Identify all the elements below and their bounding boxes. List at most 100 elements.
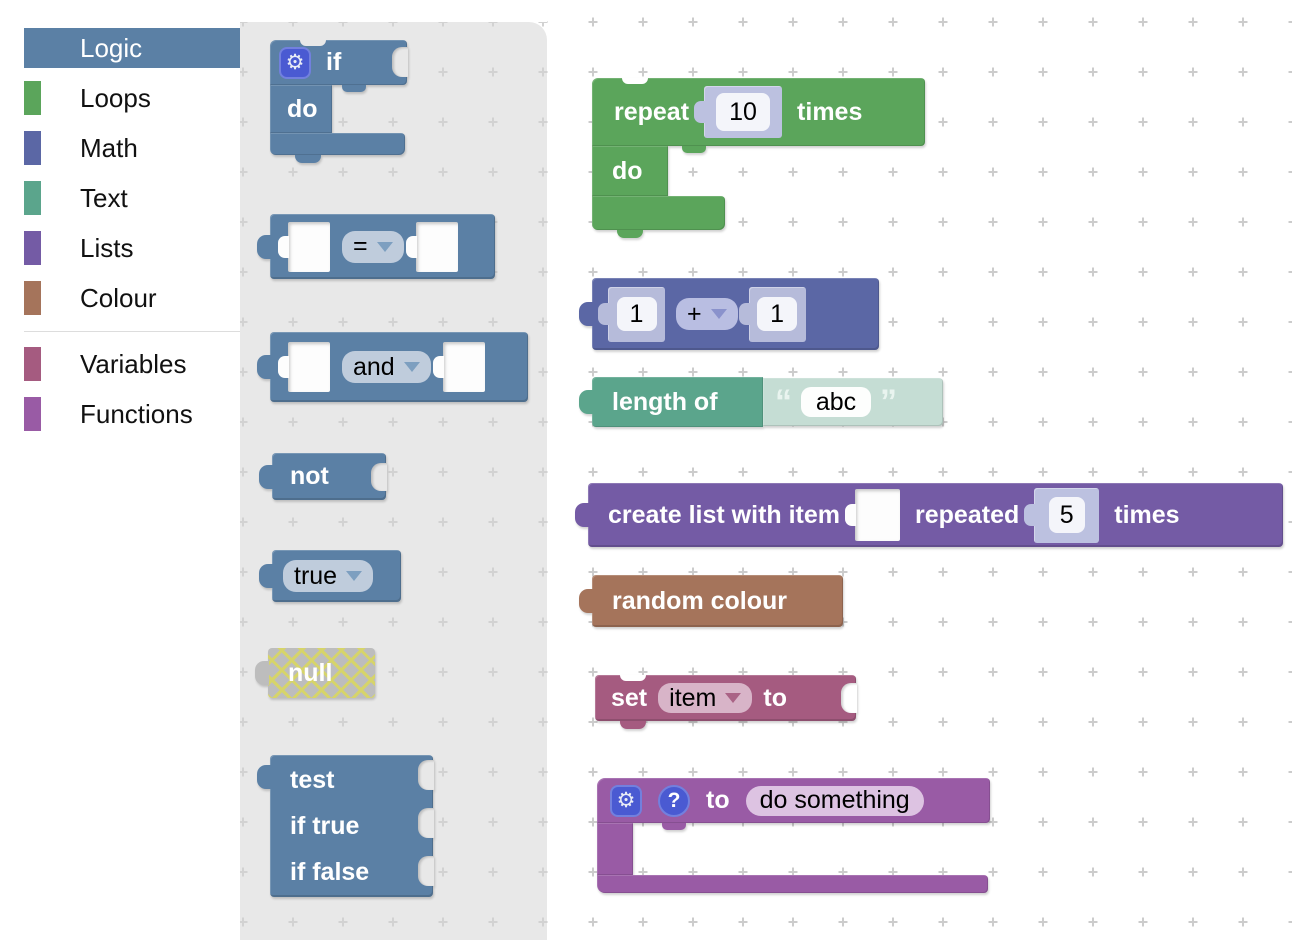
workspace-block-arithmetic[interactable]: 1 + 1 (579, 278, 879, 350)
flyout-block-compare[interactable]: = (257, 214, 495, 279)
value-input-socket (442, 342, 485, 392)
statement-connector-bump (342, 85, 366, 92)
category-label: Lists (80, 232, 134, 263)
value-input-socket (288, 342, 330, 392)
if-false-label: if false (290, 857, 370, 886)
statement-connector-bump (682, 146, 706, 153)
sidebar-item-text[interactable]: Text (24, 178, 240, 218)
mutator-gear-icon[interactable]: ⚙ (610, 784, 642, 817)
boolean-dropdown[interactable]: true (283, 560, 374, 592)
flyout-panel[interactable]: ⚙ if do = and (240, 22, 547, 940)
right-operand-field[interactable]: 1 (757, 297, 798, 331)
value-input-socket (418, 808, 434, 838)
workspace[interactable]: repeat 10 times do 1 + (547, 0, 1292, 940)
repeat-count-field[interactable]: 5 (1048, 497, 1085, 533)
flyout-block-not[interactable]: not (259, 453, 387, 500)
value-input-socket (418, 760, 434, 790)
times-label: times (1114, 500, 1180, 529)
text-shadow-block[interactable]: “ abc ” (763, 378, 943, 426)
dropdown-arrow-icon (710, 309, 727, 319)
number-shadow-block[interactable]: 1 (608, 286, 665, 342)
repeat-count-field[interactable]: 10 (716, 93, 771, 131)
output-connector (259, 564, 273, 588)
previous-connector-notch (300, 40, 326, 46)
variable-dropdown[interactable]: item (658, 683, 753, 713)
category-label: Text (80, 182, 128, 213)
sidebar-item-math[interactable]: Math (24, 128, 240, 168)
workspace-block-random-colour[interactable]: random colour (579, 575, 843, 627)
output-connector (255, 661, 269, 685)
category-color-swatch (24, 347, 41, 381)
dropdown-arrow-icon (725, 693, 742, 703)
workspace-block-function-definition[interactable]: ⚙ ? to do something (597, 778, 990, 893)
category-label: Colour (80, 282, 157, 313)
next-connector-bump (295, 155, 321, 163)
workspace-block-repeat[interactable]: repeat 10 times do (592, 78, 925, 238)
output-connector (259, 464, 273, 489)
category-color-swatch (24, 181, 41, 215)
random-colour-label: random colour (612, 586, 788, 615)
output-connector (257, 765, 271, 789)
operator-dropdown[interactable]: = (342, 230, 404, 263)
left-operand-field[interactable]: 1 (616, 297, 657, 331)
category-label: Logic (80, 32, 143, 63)
do-label: do (612, 156, 643, 185)
to-label: to (706, 786, 730, 814)
sidebar-item-loops[interactable]: Loops (24, 78, 240, 118)
sidebar-item-logic[interactable]: Logic (24, 28, 240, 68)
sidebar-item-functions[interactable]: Functions (24, 394, 240, 434)
number-shadow-block[interactable]: 5 (1034, 487, 1100, 543)
previous-connector-notch (620, 675, 646, 681)
output-connector (257, 355, 271, 379)
output-connector (579, 589, 593, 613)
flyout-block-and[interactable]: and (257, 332, 528, 402)
toolbox[interactable]: Logic Loops Math Text Lists Colour Varia… (0, 0, 240, 940)
operator-dropdown[interactable]: + (676, 298, 738, 330)
value-input-socket (855, 489, 901, 541)
test-label: test (290, 765, 335, 794)
repeated-label: repeated (915, 500, 1020, 529)
category-color-swatch (24, 131, 41, 165)
function-name-field[interactable]: do something (745, 785, 924, 816)
flyout-block-ternary[interactable]: test if true if false (257, 755, 434, 897)
close-quote: ” (880, 383, 897, 421)
value-input-socket (418, 856, 434, 886)
repeat-label: repeat (614, 97, 690, 126)
help-icon[interactable]: ? (658, 784, 690, 817)
workspace-block-length-of[interactable]: length of “ abc ” (579, 377, 943, 427)
workspace-block-create-list[interactable]: create list with item repeated 5 times (575, 483, 1283, 547)
sidebar-item-colour[interactable]: Colour (24, 278, 240, 318)
sidebar-item-variables[interactable]: Variables (24, 344, 240, 384)
not-label: not (290, 462, 329, 490)
length-of-label: length of (612, 387, 718, 416)
mutator-gear-icon[interactable]: ⚙ (279, 46, 311, 79)
number-shadow-block[interactable]: 1 (748, 286, 806, 342)
output-connector (579, 302, 593, 326)
times-label: times (797, 97, 863, 126)
flyout-block-boolean[interactable]: true (259, 550, 401, 602)
next-connector-bump (620, 721, 646, 729)
operator-value: + (687, 299, 702, 328)
sidebar-item-lists[interactable]: Lists (24, 228, 240, 268)
value-input-socket (371, 462, 387, 491)
text-field[interactable]: abc (801, 387, 871, 417)
to-label: to (763, 683, 787, 712)
operator-value: and (353, 352, 395, 381)
set-label: set (611, 683, 648, 712)
output-connector (575, 503, 589, 527)
number-shadow-block[interactable]: 10 (704, 86, 783, 138)
flyout-block-null[interactable]: null (255, 648, 375, 698)
workspace-block-set-variable[interactable]: set item to (595, 675, 857, 729)
dropdown-arrow-icon (376, 241, 393, 252)
dropdown-arrow-icon (346, 571, 363, 581)
statement-connector-bump (662, 823, 686, 830)
null-label: null (288, 658, 333, 687)
category-label: Functions (80, 398, 193, 429)
flyout-block-if[interactable]: ⚙ if do (270, 40, 408, 163)
operator-dropdown[interactable]: and (342, 351, 431, 383)
previous-connector-notch (622, 78, 648, 84)
if-label: if (326, 48, 342, 76)
category-color-swatch (24, 231, 41, 265)
category-label: Math (80, 132, 138, 163)
